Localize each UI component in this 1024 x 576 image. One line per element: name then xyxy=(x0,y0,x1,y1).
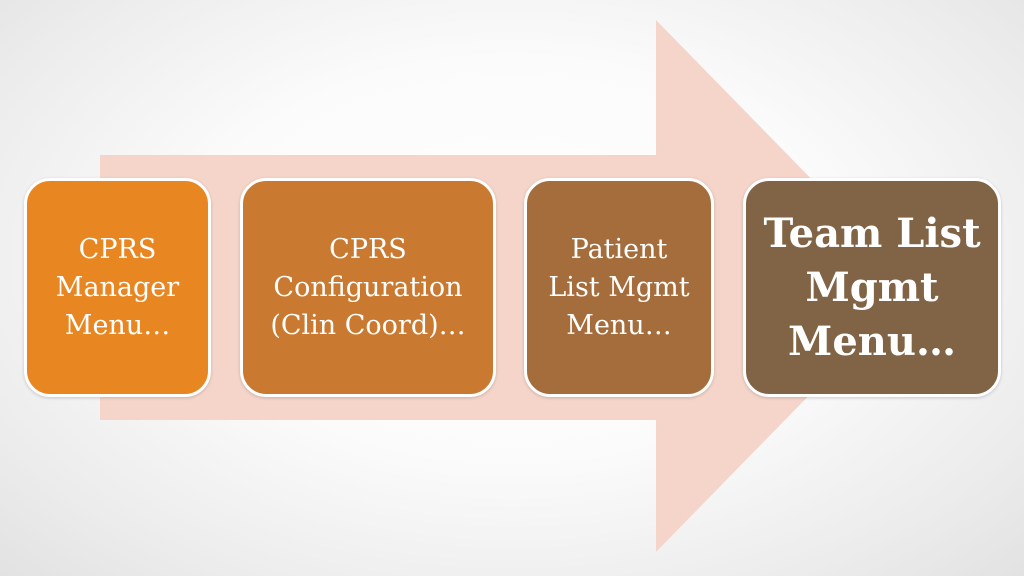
step-label: Team List Mgmt Menu… xyxy=(755,207,988,369)
step-label-line: Manager xyxy=(55,271,180,303)
step-box-cprs-configuration: CPRS Configuration (Clin Coord)… xyxy=(240,178,496,397)
step-label: CPRS Manager Menu… xyxy=(48,231,187,345)
step-label-line: Configuration xyxy=(273,271,463,303)
step-label: Patient List Mgmt Menu… xyxy=(540,231,697,345)
step-box-team-list-mgmt-menu: Team List Mgmt Menu… xyxy=(743,178,1001,397)
step-label-line: List Mgmt xyxy=(548,271,690,303)
step-label-line: CPRS xyxy=(78,233,157,265)
step-label-line: Mgmt xyxy=(805,263,939,311)
step-label-line: Team List xyxy=(763,209,981,257)
step-box-cprs-manager-menu: CPRS Manager Menu… xyxy=(24,178,211,397)
step-label-line: Menu… xyxy=(566,309,672,341)
step-label-line: CPRS xyxy=(329,233,407,265)
step-label-line: Menu… xyxy=(64,309,171,341)
step-label-line: Patient xyxy=(570,233,668,265)
step-label: CPRS Configuration (Clin Coord)… xyxy=(262,231,473,345)
step-label-line: (Clin Coord)… xyxy=(270,309,466,341)
step-label-line: Menu… xyxy=(788,317,956,365)
arrow-shape xyxy=(100,20,916,552)
step-box-patient-list-mgmt-menu: Patient List Mgmt Menu… xyxy=(524,178,714,397)
